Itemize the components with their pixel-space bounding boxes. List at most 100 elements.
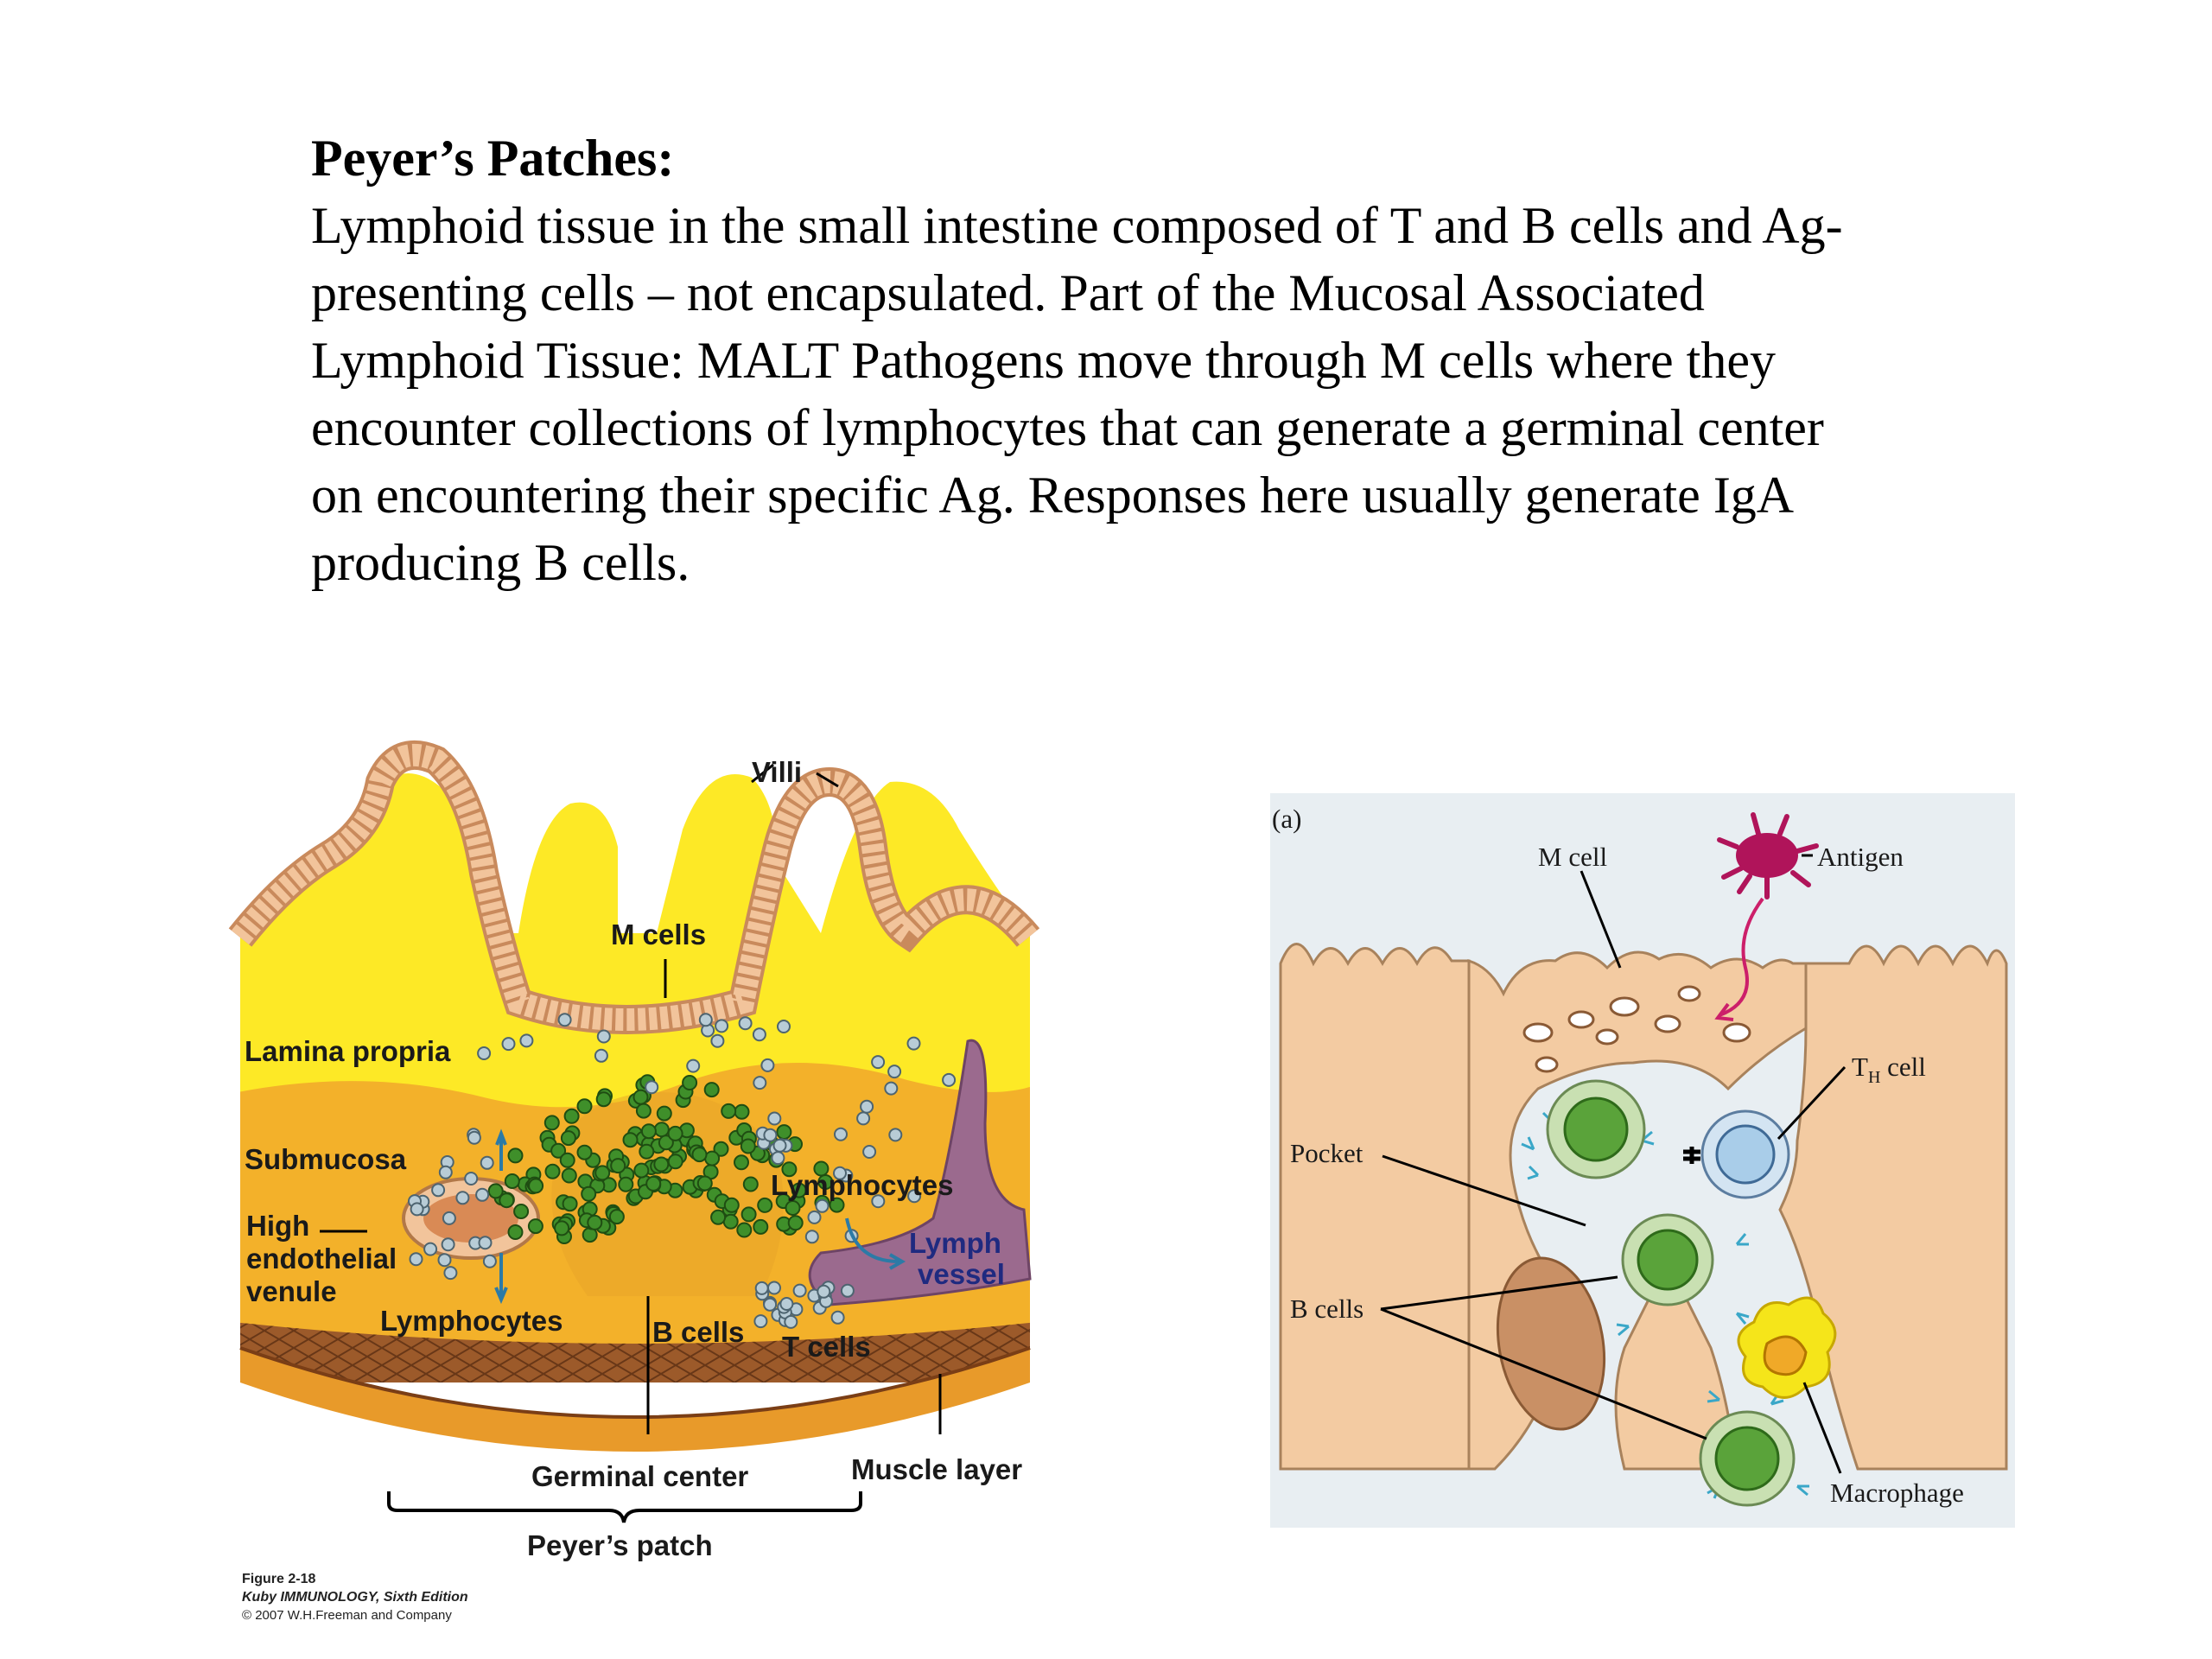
t-cell-dot [464,1172,479,1185]
b-cell-dot [504,1173,520,1189]
t-cell-dot [686,1058,701,1073]
t-cell-dot [443,1266,458,1281]
b-cell-dot [734,1103,750,1120]
body-line: on encountering their specific Ag. Respo… [311,467,1795,524]
t-cell-dot [792,1283,807,1298]
b-cell-dot [499,1192,515,1209]
t-cell-dot [871,1194,886,1209]
credit-figure: Figure 2-18 [242,1572,315,1586]
label-antigen: Antigen [1817,842,1904,872]
b-cell-dot [618,1176,634,1192]
t-cell-dot [442,1211,456,1225]
t-cell-dot [753,1314,768,1329]
label-lymphocytes-right: Lymphocytes [771,1169,954,1201]
t-cell-dot [888,1128,903,1142]
t-cell-dot [441,1237,455,1252]
b-cell-dot [608,1209,625,1225]
b-cell-dot [513,1204,530,1219]
t-cell-dot [942,1072,957,1087]
b-cell-dot [576,1098,593,1115]
t-cell-dot [410,1202,424,1217]
body-line: encounter collections of lymphocytes tha… [311,399,1824,456]
t-cell-dot [480,1155,494,1170]
t-cell-dot [884,1081,899,1096]
b-cell-dot [610,1158,626,1174]
t-cell-dot [860,1099,874,1114]
label-hev-2: endothelial [246,1243,397,1274]
b-cell-dot [787,1215,804,1231]
label-b-cells: B cells [652,1316,744,1348]
t-cell-dot [834,1127,848,1141]
b-cell-dot [736,1222,753,1238]
peyers-patch-diagram: Villi M cells Lamina propria Submucosa H… [228,740,1040,1623]
label-lamina-propria: Lamina propria [245,1035,451,1067]
b-cell-dot [710,1209,727,1225]
peyers-patch-bracket [387,1491,862,1523]
t-cell-dot [887,1065,902,1079]
b-cell-dot [781,1161,798,1178]
b-cell-dot [576,1144,593,1160]
m-cell-vesicles [1522,985,1751,1073]
t-cell-dot [871,1055,886,1070]
label-pocket: Pocket [1290,1138,1363,1168]
antigen-path-arrow [1719,897,1764,1017]
t-cell-dot [771,1151,785,1166]
b-cell-dot [653,1122,670,1138]
b-cell-dot [562,1196,578,1212]
label-lymph-vessel-2: vessel [918,1258,1005,1290]
label-m-cell: M cell [1538,842,1607,872]
b-cell-dot [713,1141,729,1157]
label-t-cells: T cells [782,1331,871,1363]
b-cell-dot [622,1132,639,1148]
t-cell-dot [752,1027,766,1042]
b-cell-dot [721,1103,737,1119]
label-b-cells: B cells [1290,1294,1363,1324]
macrophage-cell [1737,1296,1837,1399]
t-cell-dot [767,1111,782,1126]
t-cell-dot [431,1183,446,1198]
b-cell-dot [560,1130,576,1147]
b-cell-dot [667,1125,683,1141]
t-cell-dot [438,1165,453,1179]
panel-background [1270,793,2015,1528]
b-cell-dot [723,1197,740,1213]
t-cell-dot [710,1033,725,1048]
b-cell-dot [742,1176,759,1192]
t-cell-dot [715,1019,729,1033]
b-cell-dot [550,1142,567,1159]
b-cell-dot [817,1174,834,1190]
b-cell-dot [561,1167,577,1184]
b-cell-dot [829,1197,845,1213]
t-cell-dot [645,1080,659,1095]
t-cell-dot [862,1145,877,1159]
t-cell-dot [833,1166,847,1180]
t-cell-dot [423,1242,438,1256]
b-cell-dot [682,1075,698,1090]
b-cell-dot [563,1108,580,1124]
nucleus [1496,1256,1606,1431]
label-th-cell: TH cell [1852,1052,1926,1087]
right-leader-lines [1380,854,1847,1474]
label-villi: Villi [752,756,802,788]
b-cell-dot [632,1089,649,1105]
t-cell-dot [478,1236,493,1250]
b-cell-dot [753,1218,769,1235]
credit-book: Kuby IMMUNOLOGY, Sixth Edition [242,1590,468,1605]
t-cell-dot [753,1076,767,1090]
body-line: producing B cells. [311,534,690,591]
b-cell-dot [543,1115,560,1131]
lymphocyte-arrow-up [495,1128,507,1171]
t-cell-dot [830,1310,845,1325]
t-cell-dot [779,1297,794,1311]
b-cell-dot [639,1143,655,1160]
b-cell-dot [696,1175,713,1192]
label-submucosa: Submucosa [245,1143,407,1175]
b-cell-dot [528,1178,544,1194]
t-cell-dot [784,1314,798,1329]
b-cell-dot [507,1147,524,1164]
b-cell-dot [757,1197,773,1213]
t-cell-dot [807,1210,822,1224]
b-cell-dot [740,1138,756,1154]
label-hev-1: High [246,1210,309,1242]
b-cell-dot [581,1185,597,1202]
